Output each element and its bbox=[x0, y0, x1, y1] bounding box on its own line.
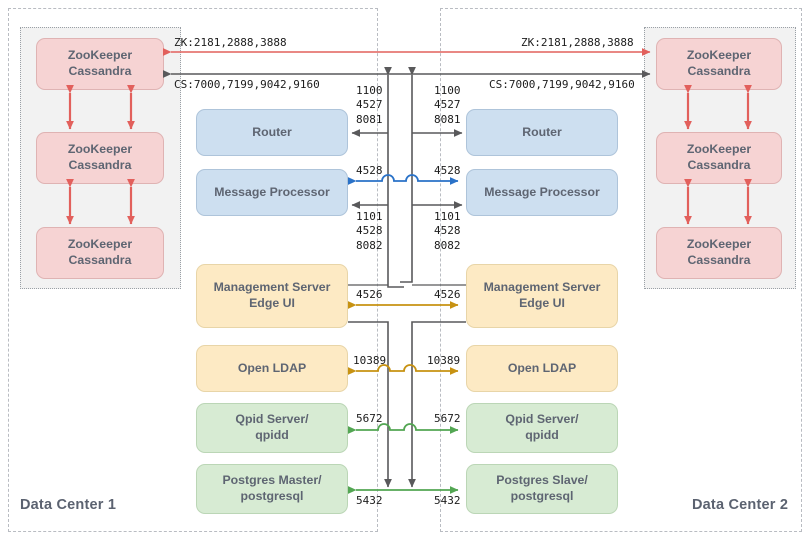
node-zookeeper-cassandra-dc2-1[interactable]: ZooKeeper Cassandra bbox=[656, 38, 782, 90]
node-line: Cassandra bbox=[68, 158, 132, 172]
port-label-qpid-right: 5672 bbox=[434, 412, 461, 425]
node-router-dc1[interactable]: Router bbox=[196, 109, 348, 156]
node-line: ZooKeeper bbox=[67, 237, 133, 252]
port-line: 8081 bbox=[356, 112, 383, 126]
node-line: Management Server bbox=[483, 280, 601, 295]
node-zookeeper-cassandra-dc1-1[interactable]: ZooKeeper Cassandra bbox=[36, 38, 164, 90]
node-line: ZooKeeper bbox=[67, 142, 133, 157]
port-label-zk-left: ZK:2181,2888,3888 bbox=[174, 36, 287, 49]
node-message-processor-dc1[interactable]: Message Processor bbox=[196, 169, 348, 216]
node-line: Edge UI bbox=[519, 296, 565, 310]
node-zookeeper-cassandra-dc1-2[interactable]: ZooKeeper Cassandra bbox=[36, 132, 164, 184]
port-line: 4528 bbox=[434, 224, 461, 238]
node-management-server-dc1[interactable]: Management Server Edge UI bbox=[196, 264, 348, 328]
node-message-processor-dc2[interactable]: Message Processor bbox=[466, 169, 618, 216]
node-line: Cassandra bbox=[687, 158, 751, 172]
node-open-ldap-dc1[interactable]: Open LDAP bbox=[196, 345, 348, 392]
node-management-server-dc2[interactable]: Management Server Edge UI bbox=[466, 264, 618, 328]
node-zookeeper-cassandra-dc2-3[interactable]: ZooKeeper Cassandra bbox=[656, 227, 782, 279]
port-label-ldap-right: 10389 bbox=[427, 354, 461, 367]
port-label-ms-left: 4526 bbox=[356, 288, 383, 301]
port-label-ms-right: 4526 bbox=[434, 288, 461, 301]
datacenter-2-frame bbox=[440, 8, 802, 532]
node-line: ZooKeeper bbox=[686, 142, 752, 157]
node-line: qpidd bbox=[525, 428, 559, 442]
node-line: Qpid Server/ bbox=[505, 412, 579, 427]
port-label-mp-bottom-right: 1101 4528 8082 bbox=[434, 210, 461, 253]
node-line: Postgres Master/ bbox=[222, 473, 322, 488]
node-line: Router bbox=[522, 124, 562, 139]
datacenter-1-label: Data Center 1 bbox=[20, 497, 117, 513]
port-label-postgres-left: 5432 bbox=[356, 494, 383, 507]
node-line: Open LDAP bbox=[237, 360, 307, 375]
node-line: qpidd bbox=[255, 428, 289, 442]
node-line: ZooKeeper bbox=[686, 237, 752, 252]
port-line: 8082 bbox=[356, 238, 383, 252]
port-line: 1100 bbox=[356, 84, 383, 97]
node-line: Cassandra bbox=[687, 64, 751, 78]
node-qpid-server-dc1[interactable]: Qpid Server/ qpidd bbox=[196, 403, 348, 453]
node-line: Cassandra bbox=[68, 253, 132, 267]
port-line: 8081 bbox=[434, 112, 461, 126]
node-line: Router bbox=[252, 124, 292, 139]
node-line: postgresql bbox=[510, 489, 574, 503]
port-label-mp-bottom-left: 1101 4528 8082 bbox=[356, 210, 383, 253]
port-line: 1101 bbox=[434, 210, 461, 223]
node-postgres-master-dc1[interactable]: Postgres Master/ postgresql bbox=[196, 464, 348, 514]
node-line: Qpid Server/ bbox=[235, 412, 309, 427]
port-label-qpid-left: 5672 bbox=[356, 412, 383, 425]
node-line: Message Processor bbox=[484, 184, 600, 199]
datacenter-1-frame bbox=[8, 8, 378, 532]
node-postgres-slave-dc2[interactable]: Postgres Slave/ postgresql bbox=[466, 464, 618, 514]
port-label-cs-right: CS:7000,7199,9042,9160 bbox=[489, 78, 635, 91]
node-line: Postgres Slave/ bbox=[496, 473, 588, 488]
node-line: Edge UI bbox=[249, 296, 295, 310]
port-line: 4527 bbox=[434, 98, 461, 112]
port-line: 1101 bbox=[356, 210, 383, 223]
node-line: Cassandra bbox=[68, 64, 132, 78]
node-line: Cassandra bbox=[687, 253, 751, 267]
node-zookeeper-cassandra-dc1-3[interactable]: ZooKeeper Cassandra bbox=[36, 227, 164, 279]
port-label-mp-top-left: 4528 bbox=[356, 164, 383, 177]
node-qpid-server-dc2[interactable]: Qpid Server/ qpidd bbox=[466, 403, 618, 453]
node-open-ldap-dc2[interactable]: Open LDAP bbox=[466, 345, 618, 392]
datacenter-2-label: Data Center 2 bbox=[692, 497, 789, 513]
node-router-dc2[interactable]: Router bbox=[466, 109, 618, 156]
node-line: ZooKeeper bbox=[67, 48, 133, 63]
node-line: Message Processor bbox=[214, 184, 330, 199]
node-line: Open LDAP bbox=[507, 360, 577, 375]
port-label-router-right: 1100 4527 8081 bbox=[434, 84, 461, 127]
port-label-postgres-right: 5432 bbox=[434, 494, 461, 507]
port-label-cs-left: CS:7000,7199,9042,9160 bbox=[174, 78, 320, 91]
port-label-router-left: 1100 4527 8081 bbox=[356, 84, 383, 127]
port-line: 4527 bbox=[356, 98, 383, 112]
node-zookeeper-cassandra-dc2-2[interactable]: ZooKeeper Cassandra bbox=[656, 132, 782, 184]
port-line: 1100 bbox=[434, 84, 461, 97]
port-line: 4528 bbox=[356, 224, 383, 238]
node-line: Management Server bbox=[213, 280, 331, 295]
node-line: postgresql bbox=[240, 489, 304, 503]
node-line: ZooKeeper bbox=[686, 48, 752, 63]
port-line: 8082 bbox=[434, 238, 461, 252]
port-label-mp-top-right: 4528 bbox=[434, 164, 461, 177]
port-label-zk-right: ZK:2181,2888,3888 bbox=[521, 36, 634, 49]
port-label-ldap-left: 10389 bbox=[353, 354, 387, 367]
